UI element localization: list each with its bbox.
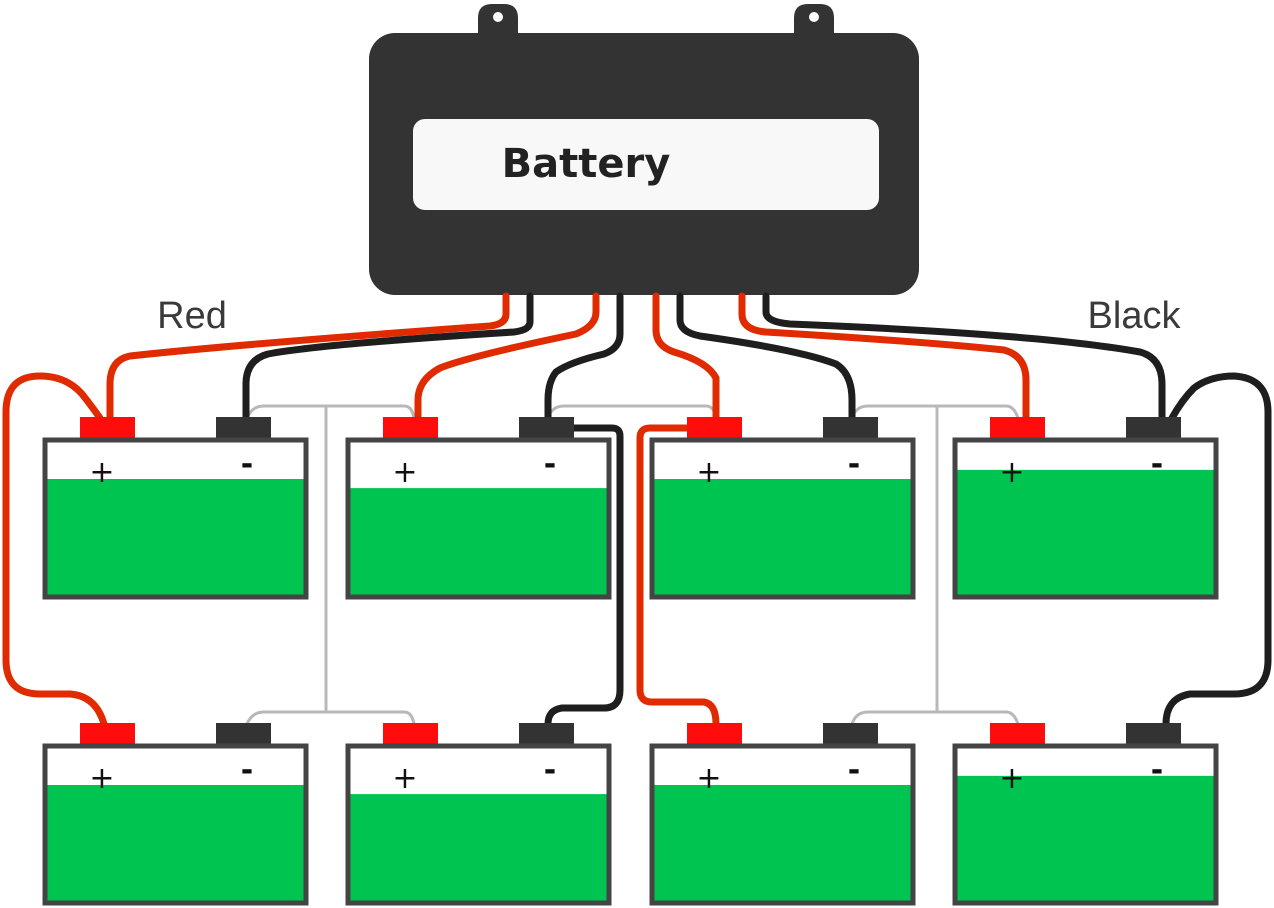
inter-row-jumpers [2, 372, 1272, 728]
charge-level-fill [47, 784, 304, 901]
red-cable-3 [652, 292, 720, 422]
positive-sign: + [696, 761, 721, 796]
mounting-hole-left [493, 12, 503, 22]
red-cable-1 [106, 292, 510, 422]
battery-cell-bottom-3: +- [649, 723, 916, 906]
battery-cell-bottom-2: +- [345, 723, 612, 906]
black-cable-3 [676, 292, 856, 422]
battery-cell-top-4: +- [952, 417, 1219, 600]
positive-sign: + [696, 455, 721, 490]
positive-sign: + [392, 455, 417, 490]
positive-terminal [990, 723, 1045, 746]
positive-terminal [687, 417, 742, 440]
red-cable-2 [414, 292, 600, 422]
negative-sign: - [241, 447, 253, 482]
positive-terminal [80, 723, 135, 746]
positive-terminal [383, 417, 438, 440]
negative-terminal [1126, 417, 1181, 440]
main-cables [106, 292, 1166, 422]
charge-level-fill [957, 469, 1214, 595]
negative-sign: - [241, 753, 253, 788]
charge-level-fill [350, 794, 607, 901]
negative-terminal [823, 417, 878, 440]
positive-sign: + [999, 761, 1024, 796]
battery-label-plate [413, 119, 879, 210]
negative-terminal [216, 417, 271, 440]
battery-cell-top-1: +- [42, 417, 309, 600]
negative-sign: - [848, 753, 860, 788]
negative-sign: - [1151, 447, 1163, 482]
charge-level-fill [654, 478, 911, 595]
negative-sign: - [1151, 753, 1163, 788]
positive-sign: + [89, 455, 114, 490]
positive-terminal [80, 417, 135, 440]
negative-terminal [519, 417, 574, 440]
positive-terminal [687, 723, 742, 746]
battery-title: Battery [502, 141, 671, 187]
positive-sign: + [392, 761, 417, 796]
negative-terminal [519, 723, 574, 746]
charge-level-fill [957, 775, 1214, 901]
negative-sign: - [848, 447, 860, 482]
positive-terminal [383, 723, 438, 746]
battery-cell-top-2: +- [345, 417, 612, 600]
battery-cell-top-3: +- [649, 417, 916, 600]
main-battery: Battery [369, 4, 919, 295]
battery-bank: +-+-+-+-+-+-+-+- [42, 417, 1219, 906]
negative-sign: - [544, 753, 556, 788]
black-cable-4 [762, 292, 1166, 422]
positive-terminal [990, 417, 1045, 440]
charge-level-fill [350, 488, 607, 595]
red-cable-4 [738, 292, 1030, 422]
gray-link-middle [546, 404, 718, 420]
gray-link-left [245, 404, 416, 726]
negative-terminal [1126, 723, 1181, 746]
negative-sign: - [544, 447, 556, 482]
black-cable-2 [544, 292, 624, 422]
black-cable-1 [242, 292, 534, 422]
negative-terminal [216, 723, 271, 746]
black-wire-label: Black [1088, 295, 1182, 337]
battery-cell-bottom-4: +- [952, 723, 1219, 906]
charge-level-fill [47, 478, 304, 595]
black-jumper-middle [544, 424, 624, 728]
red-jumper-middle [636, 424, 720, 728]
mounting-hole-right [809, 12, 819, 22]
negative-terminal [823, 723, 878, 746]
black-jumper-right [1162, 372, 1272, 728]
battery-cell-bottom-1: +- [42, 723, 309, 906]
positive-sign: + [999, 455, 1024, 490]
red-jumper-left [2, 372, 108, 728]
charge-level-fill [654, 784, 911, 901]
red-wire-label: Red [157, 295, 227, 337]
positive-sign: + [89, 761, 114, 796]
